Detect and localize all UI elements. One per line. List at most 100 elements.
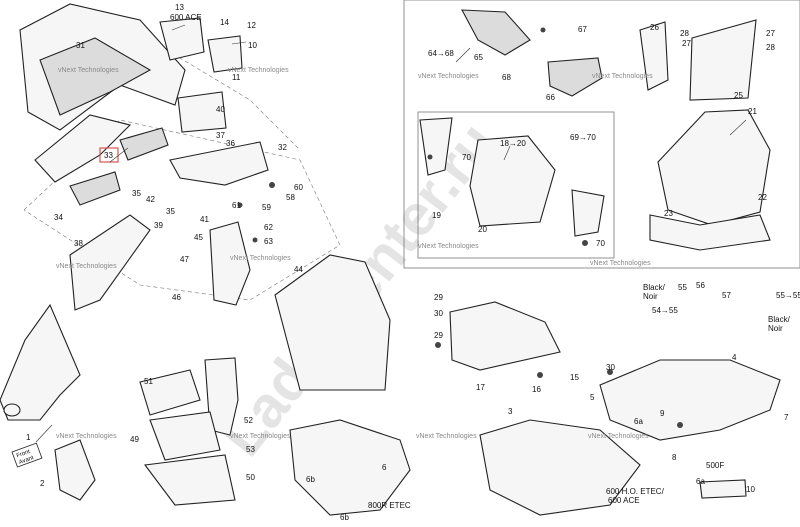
callout-65: 65 bbox=[474, 53, 483, 62]
callout-7: 7 bbox=[784, 413, 789, 422]
callout-9: 9 bbox=[660, 409, 665, 418]
screw-icon bbox=[237, 202, 243, 208]
callout-70b: 70 bbox=[596, 239, 605, 248]
callout-30b: 30 bbox=[606, 363, 615, 372]
front-tag: Front Avant bbox=[11, 442, 43, 468]
color-note-line2: Noir bbox=[768, 324, 783, 333]
callout-1: 1 bbox=[26, 433, 31, 442]
duct-13 bbox=[159, 17, 205, 61]
screw-icon bbox=[607, 369, 613, 375]
callout-47: 47 bbox=[180, 255, 189, 264]
callout-3: 3 bbox=[508, 407, 513, 416]
watermark: vNext Technologies bbox=[228, 67, 289, 74]
screw-icon bbox=[269, 182, 275, 188]
callout-8: 8 bbox=[672, 453, 677, 462]
callout-41: 41 bbox=[200, 215, 209, 224]
panel-32 bbox=[169, 141, 269, 186]
callout-55-55: 55→55 bbox=[776, 291, 800, 300]
panel-50 bbox=[143, 454, 236, 506]
callout-20: 20 bbox=[478, 225, 487, 234]
callout-52: 52 bbox=[244, 416, 253, 425]
callout-45: 45 bbox=[194, 233, 203, 242]
callout-55a: 55 bbox=[678, 283, 687, 292]
callout-27a: 27 bbox=[682, 39, 691, 48]
callout-35b: 35 bbox=[166, 207, 175, 216]
callout-58: 58 bbox=[286, 193, 295, 202]
callout-12: 12 bbox=[247, 21, 256, 30]
leader-line bbox=[729, 119, 747, 136]
panel-40 bbox=[177, 91, 227, 133]
color-note-black-1: Black/ Noir bbox=[643, 283, 666, 301]
callout-53: 53 bbox=[246, 445, 255, 454]
callout-44: 44 bbox=[294, 265, 303, 274]
callout-21: 21 bbox=[748, 107, 757, 116]
callout-15: 15 bbox=[570, 373, 579, 382]
callout-67: 67 bbox=[578, 25, 587, 34]
screw-icon bbox=[435, 342, 441, 348]
watermark: vNext Technologies bbox=[56, 263, 117, 270]
callout-25: 25 bbox=[734, 91, 743, 100]
body-panel-600 bbox=[479, 419, 641, 516]
callout-22: 22 bbox=[758, 193, 767, 202]
watermark: vNext Technologies bbox=[416, 433, 477, 440]
callout-50: 50 bbox=[246, 473, 255, 482]
callout-500f: 500F bbox=[706, 461, 724, 470]
callout-46: 46 bbox=[172, 293, 181, 302]
screw-icon bbox=[677, 422, 683, 428]
callout-16: 16 bbox=[532, 385, 541, 394]
callout-800r: 800R ETEC bbox=[368, 501, 411, 510]
callout-36: 36 bbox=[226, 139, 235, 148]
panel-39 bbox=[69, 214, 151, 311]
callout-19: 19 bbox=[432, 211, 441, 220]
color-note-black-2: Black/ Noir bbox=[768, 315, 791, 333]
callout-40: 40 bbox=[216, 105, 225, 114]
watermark: vNext Technologies bbox=[56, 433, 117, 440]
handguard-66 bbox=[547, 57, 603, 97]
body-panel-800r bbox=[289, 419, 411, 516]
grille-33 bbox=[119, 127, 169, 161]
color-note-line1: Black/ bbox=[768, 315, 791, 324]
nose-panel-1 bbox=[0, 303, 81, 421]
watermark: vNext Technologies bbox=[588, 433, 649, 440]
callout-63: 63 bbox=[264, 237, 273, 246]
callout-33: 33 bbox=[104, 151, 113, 160]
callout-6: 6 bbox=[382, 463, 387, 472]
callout-14: 14 bbox=[220, 18, 229, 27]
callout-70a: 70 bbox=[462, 153, 471, 162]
highlight-part-33 bbox=[99, 147, 119, 163]
screw-icon bbox=[427, 154, 433, 160]
callout-27b: 27 bbox=[766, 29, 775, 38]
callout-32: 32 bbox=[278, 143, 287, 152]
callout-39: 39 bbox=[154, 221, 163, 230]
callout-57: 57 bbox=[722, 291, 731, 300]
leader-line bbox=[455, 47, 471, 63]
callout-49: 49 bbox=[130, 435, 139, 444]
callout-54-55: 54→55 bbox=[652, 306, 678, 315]
callout-30a: 30 bbox=[434, 309, 443, 318]
panel-49 bbox=[149, 411, 221, 461]
callout-56: 56 bbox=[696, 281, 705, 290]
windshield-18-20 bbox=[469, 135, 556, 227]
deflector-26 bbox=[639, 21, 669, 91]
callout-labels: 13 600 ACE 14 12 11 10 31 40 33 37 36 32… bbox=[26, 3, 800, 522]
leader-line bbox=[35, 424, 53, 443]
hood-44 bbox=[274, 254, 391, 391]
callout-6a: 6a bbox=[634, 417, 643, 426]
leader-line bbox=[503, 145, 511, 161]
callout-600ho: 600 H.O. ETEC/ bbox=[606, 487, 665, 496]
subframe-windshield bbox=[417, 111, 615, 259]
color-note-line1: Black/ bbox=[643, 283, 666, 292]
headlight-opening bbox=[3, 403, 21, 417]
watermark: vNext Technologies bbox=[230, 433, 291, 440]
callout-59: 59 bbox=[262, 203, 271, 212]
watermark: vNext Technologies bbox=[418, 73, 479, 80]
callout-64-68: 64→68 bbox=[428, 49, 454, 58]
callout-66: 66 bbox=[546, 93, 555, 102]
callout-28a: 28 bbox=[680, 29, 689, 38]
color-note-line2: Noir bbox=[643, 292, 658, 301]
windshield-trim bbox=[649, 214, 771, 251]
callout-68a: 68 bbox=[502, 73, 511, 82]
watermark: vNext Technologies bbox=[418, 243, 479, 250]
leader-line bbox=[109, 147, 129, 163]
